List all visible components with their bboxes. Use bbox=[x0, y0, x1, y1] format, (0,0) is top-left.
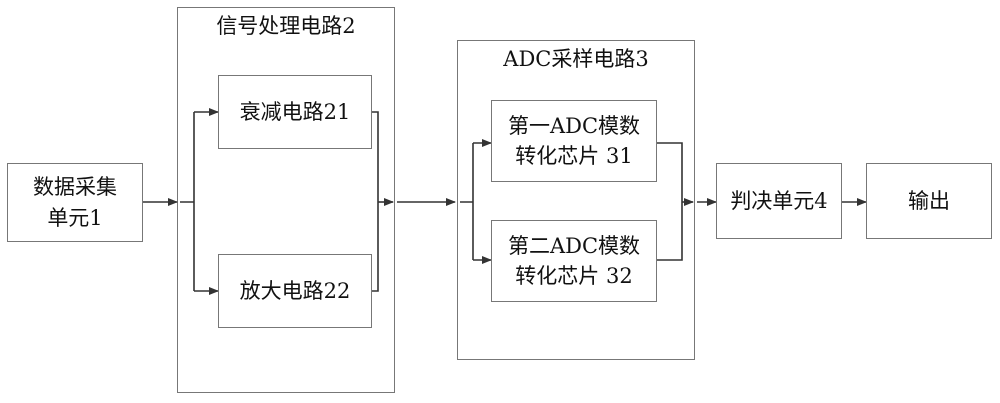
amplifier-block: 放大电路22 bbox=[218, 254, 372, 328]
adc2-line2: 转化芯片 32 bbox=[515, 264, 633, 288]
adc1-block: 第一ADC模数 转化芯片 31 bbox=[491, 100, 657, 182]
wire-adc1-out bbox=[657, 142, 683, 202]
data-acquisition-line1: 数据采集 bbox=[33, 175, 117, 200]
wire-amplifier-out bbox=[372, 202, 379, 292]
wire-split-vertical bbox=[180, 112, 195, 291]
decision-block: 判决单元4 bbox=[716, 163, 842, 239]
adc1-line2: 转化芯片 31 bbox=[515, 144, 633, 168]
attenuation-label: 衰减电路21 bbox=[239, 99, 351, 124]
output-block: 输出 bbox=[866, 163, 992, 239]
amplifier-label: 放大电路22 bbox=[239, 278, 351, 303]
adc-sampling-group: ADC采样电路3 bbox=[457, 40, 695, 360]
adc-sampling-title: ADC采样电路3 bbox=[503, 47, 649, 71]
signal-processing-title: 信号处理电路2 bbox=[216, 14, 356, 38]
output-label: 输出 bbox=[908, 188, 950, 213]
decision-label: 判决单元4 bbox=[730, 188, 828, 213]
wire-adc-split bbox=[460, 143, 474, 260]
adc2-block: 第二ADC模数 转化芯片 32 bbox=[491, 220, 657, 302]
wire-attenuation-out bbox=[372, 111, 379, 202]
attenuation-block: 衰减电路21 bbox=[218, 75, 372, 149]
adc1-line1: 第一ADC模数 bbox=[507, 113, 641, 138]
wire-adc2-out bbox=[657, 202, 683, 261]
adc2-line1: 第二ADC模数 bbox=[507, 233, 641, 258]
data-acquisition-block: 数据采集 单元1 bbox=[7, 163, 143, 242]
data-acquisition-line2: 单元1 bbox=[47, 205, 103, 230]
